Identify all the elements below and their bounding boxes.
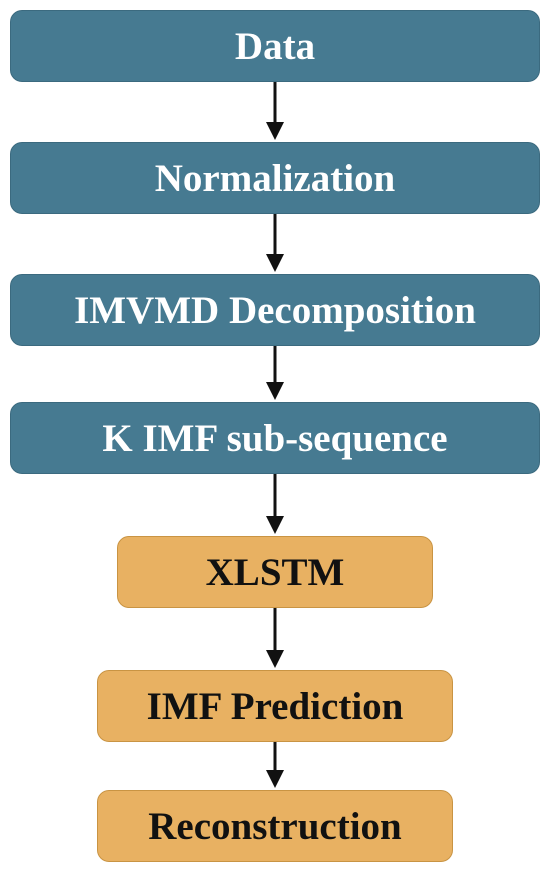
arrow-down-icon	[263, 474, 287, 536]
step-data-label: Data	[234, 24, 316, 68]
step-xlstm: XLSTM	[117, 536, 433, 608]
step-k-imf-sub-sequence: K IMF sub-sequence	[10, 402, 540, 474]
step-imf-prediction: IMF Prediction	[97, 670, 453, 742]
arrow-down-icon	[263, 82, 287, 142]
step-xlstm-label: XLSTM	[205, 550, 345, 594]
arrow-down-icon	[263, 742, 287, 790]
step-normalization: Normalization	[10, 142, 540, 214]
arrow-down-icon	[263, 214, 287, 274]
arrow-down-icon	[263, 346, 287, 402]
step-data: Data	[10, 10, 540, 82]
step-reconstruction: Reconstruction	[97, 790, 453, 862]
step-imf-prediction-label: IMF Prediction	[146, 684, 404, 728]
step-imvmd-decomposition-label: IMVMD Decomposition	[74, 288, 476, 332]
step-normalization-label: Normalization	[154, 156, 396, 200]
step-imvmd-decomposition: IMVMD Decomposition	[10, 274, 540, 346]
arrow-down-icon	[263, 608, 287, 670]
step-reconstruction-label: Reconstruction	[148, 804, 402, 848]
step-k-imf-sub-sequence-label: K IMF sub-sequence	[102, 416, 448, 460]
